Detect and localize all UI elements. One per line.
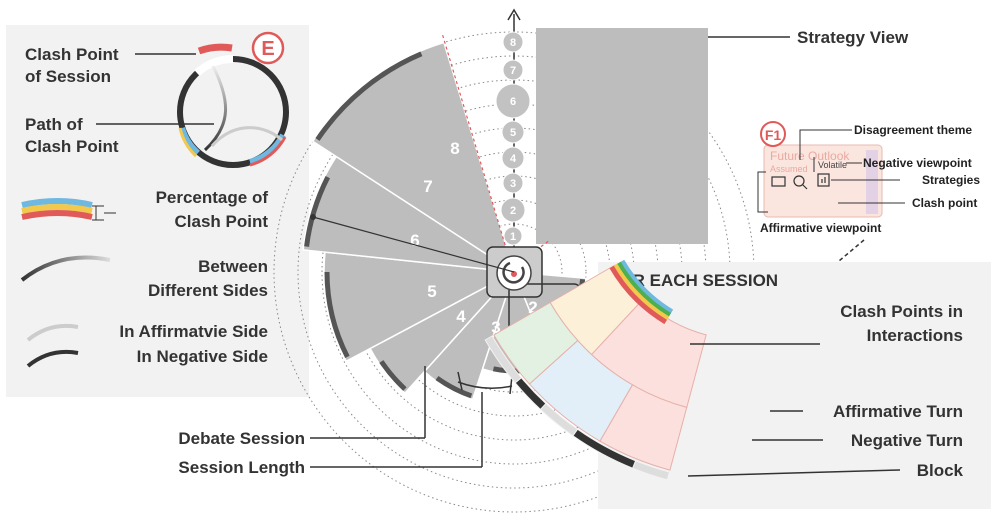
strategy-dot-number-8: 8 xyxy=(510,37,516,49)
session-arc-8 xyxy=(315,51,423,141)
clash-band-1 xyxy=(619,259,674,314)
strategy-dot-5 xyxy=(501,120,525,144)
f1-card-edge xyxy=(866,150,878,214)
badge-e: E xyxy=(251,31,285,65)
strategy-dot-1 xyxy=(503,226,523,246)
session-number-8: 8 xyxy=(450,139,459,158)
percentage-pointer-dot xyxy=(310,214,316,220)
negative-turn-label: Negative Turn xyxy=(851,431,963,450)
badge-f1 xyxy=(760,121,786,147)
center-dot xyxy=(511,271,517,277)
legend-between-line1: Between xyxy=(198,257,268,276)
strategy-dot-number-7: 7 xyxy=(510,65,516,77)
block-label: Block xyxy=(917,461,964,480)
magnifier-handle xyxy=(802,184,808,190)
session-number-4: 4 xyxy=(456,307,466,326)
legend-path-line2: Clash Point xyxy=(25,137,119,156)
badge-e-text: E xyxy=(261,38,274,60)
negative-side-curve xyxy=(26,349,79,368)
clash-points-line1: Clash Points in xyxy=(840,302,963,321)
percentage-band-glyph xyxy=(21,198,116,221)
strategy-dot-8 xyxy=(502,31,524,53)
f1-affirmative-viewpoint-label: Affirmative viewpoint xyxy=(760,221,881,235)
f1-volatile-text: Volatile xyxy=(818,160,847,170)
strategy-dot-number-2: 2 xyxy=(510,205,516,217)
session-arc-7 xyxy=(304,175,331,247)
legend-affirmative-side: In Affirmatvie Side xyxy=(119,322,268,341)
debate-session-label: Debate Session xyxy=(178,429,305,448)
strategy-view-panel xyxy=(536,28,708,244)
f1-title-faded: Future Outlook xyxy=(770,149,850,163)
f1-leader-theme xyxy=(799,129,852,160)
between-sides-curve xyxy=(20,255,111,282)
session-length-label: Session Length xyxy=(178,458,305,477)
session-number-6: 6 xyxy=(410,231,419,250)
bar-chart-icon xyxy=(817,173,830,187)
legend-percentage-line1: Percentage of xyxy=(156,188,269,207)
session-arc-5 xyxy=(379,360,407,391)
session-arc-6 xyxy=(324,271,350,359)
badge-f1-text: F1 xyxy=(765,127,782,143)
strategy-view-label: Strategy View xyxy=(797,28,909,47)
affirmative-turn-label: Affirmative Turn xyxy=(833,402,963,421)
f1-disagreement-theme-label: Disagreement theme xyxy=(854,123,972,137)
strategy-dot-number-5: 5 xyxy=(510,127,516,139)
interaction-fan xyxy=(484,259,707,481)
strategy-dot-number-4: 4 xyxy=(510,153,517,165)
legend-path-line1: Path of xyxy=(25,115,83,134)
legend-clash-point-line1: Clash Point xyxy=(25,45,119,64)
session-panel-f: FOR EACH SESSION F Clash Points in Inter… xyxy=(484,259,991,509)
strategy-dot-3 xyxy=(502,172,524,194)
strategy-dot-4 xyxy=(501,146,525,170)
session-arc-4 xyxy=(435,375,473,399)
block-leader xyxy=(687,469,901,477)
session-number-2: 2 xyxy=(528,298,537,317)
session-number-7: 7 xyxy=(423,177,432,196)
strategy-dot-6 xyxy=(495,83,531,119)
session-number-5: 5 xyxy=(427,282,436,301)
clash-band-2 xyxy=(616,261,672,318)
f1-strategies-label: Strategies xyxy=(922,173,980,187)
f1-negative-viewpoint-label: Negative viewpoint xyxy=(863,156,972,170)
session-panel-title: FOR EACH SESSION xyxy=(609,271,778,290)
legend-percentage-line2: Clash Point xyxy=(174,212,268,231)
strategy-dot-number-3: 3 xyxy=(510,178,516,190)
percentage-pointer xyxy=(312,216,515,273)
strategy-dots: 1 2 3 4 5 6 7 8 xyxy=(495,31,531,246)
f1-subtitle-faded: Assumed xyxy=(770,164,808,174)
axis-arrow-icon xyxy=(507,8,521,21)
magnifier-icon xyxy=(793,175,805,187)
wedge-boundary xyxy=(441,32,513,269)
interaction-cell-5 xyxy=(599,384,688,471)
legend-negative-side: In Negative Side xyxy=(137,347,268,366)
f1-strategy-icons xyxy=(771,173,830,190)
clash-points-line2: Interactions xyxy=(867,326,963,345)
turn-block-1 xyxy=(631,460,671,481)
turn-block-2 xyxy=(572,428,637,469)
center-spiral-icon xyxy=(502,261,525,284)
clash-ring-glyph xyxy=(177,43,289,168)
clash-band-3 xyxy=(612,263,670,321)
affirmative-side-curve xyxy=(26,323,79,342)
turn-block-5 xyxy=(484,335,523,384)
strategy-dot-number-6: 6 xyxy=(510,96,516,108)
legend-clash-point-line2: of Session xyxy=(25,67,111,86)
f1-leader-affirmative xyxy=(757,171,768,213)
strategy-dot-7 xyxy=(502,59,524,81)
strategy-dot-number-1: 1 xyxy=(510,231,516,243)
legend-between-line2: Different Sides xyxy=(148,281,268,300)
clash-band-4 xyxy=(609,265,667,325)
turn-block-4 xyxy=(514,376,547,411)
f1-glyph: Future Outlook Assumed Volatile F1 Disag… xyxy=(713,121,980,367)
camera-icon xyxy=(771,176,786,187)
session-number-3: 3 xyxy=(491,318,500,337)
turn-block-3 xyxy=(539,402,579,437)
f1-clash-point-label: Clash point xyxy=(912,196,977,210)
strategy-dot-2 xyxy=(500,197,526,223)
legend-panel-e: E Clash Point of Session Path of Clash P… xyxy=(6,25,309,397)
